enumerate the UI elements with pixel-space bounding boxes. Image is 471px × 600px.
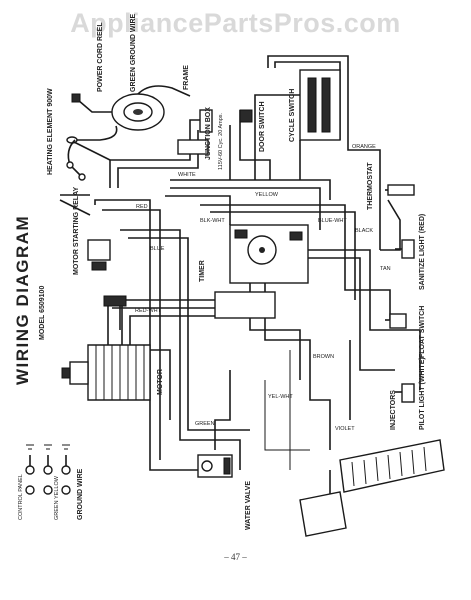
- timer-label: TIMER: [199, 260, 206, 282]
- motor-starting-relay: MOTOR STARTING RELAY: [73, 187, 111, 275]
- pilot-light: PILOT LIGHT (WHITE): [395, 357, 426, 430]
- pilot-light-label: PILOT LIGHT (WHITE): [419, 357, 426, 430]
- wire-label-black: BLACK: [355, 228, 373, 234]
- wire-label-red-white: RED-WHT: [135, 308, 162, 314]
- injectors: INJECTORS: [299, 390, 445, 537]
- wire-label-yellow: YELLOW: [255, 192, 279, 198]
- green-ground-label: GREEN GROUND WIRE: [130, 14, 137, 93]
- cycle-switch-label: CYCLE SWITCH: [289, 89, 296, 142]
- wire-label-orange: ORANGE: [352, 144, 376, 150]
- thermostat-label: THERMOSTAT: [367, 162, 374, 210]
- control-panel-label: CONTROL PANEL: [18, 474, 24, 520]
- power-cord-label: POWER CORD REEL: [97, 22, 104, 92]
- junction-rating: 115V-60 Cyc. 20 Amps.: [218, 112, 224, 170]
- motor-relay-label: MOTOR STARTING RELAY: [73, 187, 80, 275]
- wire-label-white: WHITE: [178, 172, 196, 178]
- door-switch-label: DOOR SWITCH: [259, 101, 266, 152]
- float-switch: FLOAT SWITCH: [385, 306, 426, 358]
- watermark: AppliancePartsPros.com: [70, 8, 401, 38]
- model-number: MODEL 6509100: [39, 286, 46, 340]
- wire-harness: [59, 55, 421, 501]
- wire-label-blue-white: BLUE-WHT: [318, 218, 347, 224]
- wire-color-labels: WHITE BLACK RED BLUE YELLOW BROWN ORANGE…: [135, 144, 391, 432]
- timer: TIMER: [199, 224, 309, 319]
- wire-label-violet: VIOLET: [335, 426, 355, 432]
- float-switch-label: FLOAT SWITCH: [419, 306, 426, 358]
- cycle-switch: CYCLE SWITCH: [289, 69, 341, 142]
- wire-label-black-white: BLK-WHT: [200, 218, 225, 224]
- water-valve-label: WATER VALVE: [245, 481, 252, 530]
- page-number: – 47 –: [224, 552, 247, 562]
- ground-legend: CONTROL PANEL GREEN YELLOW GROUND WIRE: [18, 444, 84, 520]
- diagram-title: WIRING DIAGRAM: [13, 215, 32, 385]
- injectors-label: INJECTORS: [390, 390, 397, 430]
- wire-label-yellow-white: YEL-WHT: [268, 394, 293, 400]
- wire-label-red: RED: [136, 204, 148, 210]
- ground-wire-label: GROUND WIRE: [77, 468, 84, 520]
- heating-element: HEATING ELEMENT 900W: [47, 88, 86, 181]
- heating-element-label: HEATING ELEMENT 900W: [47, 88, 54, 175]
- green-yellow-label: GREEN YELLOW: [54, 475, 60, 520]
- sanitize-light-label: SANITIZE LIGHT (RED): [419, 214, 426, 290]
- wire-label-green: GREEN: [195, 421, 215, 427]
- wire-label-blue: BLUE: [150, 246, 165, 252]
- wire-label-tan: TAN: [380, 266, 391, 272]
- junction-box-label: JUNCTION BOX: [205, 107, 212, 160]
- motor-label: MOTOR: [157, 369, 164, 395]
- sanitize-light: SANITIZE LIGHT (RED): [395, 214, 426, 290]
- plug-icon: [71, 93, 81, 103]
- thermostat: THERMOSTAT: [367, 162, 415, 210]
- power-cord-reel: POWER CORD REEL GREEN GROUND WIRE FRAME: [66, 14, 191, 144]
- motor: MOTOR: [61, 295, 164, 401]
- frame-label: FRAME: [183, 65, 190, 90]
- water-valve: WATER VALVE: [197, 454, 252, 530]
- junction-box: JUNCTION BOX 115V-60 Cyc. 20 Amps. DOOR …: [177, 101, 266, 170]
- wire-label-brown: BROWN: [313, 354, 334, 360]
